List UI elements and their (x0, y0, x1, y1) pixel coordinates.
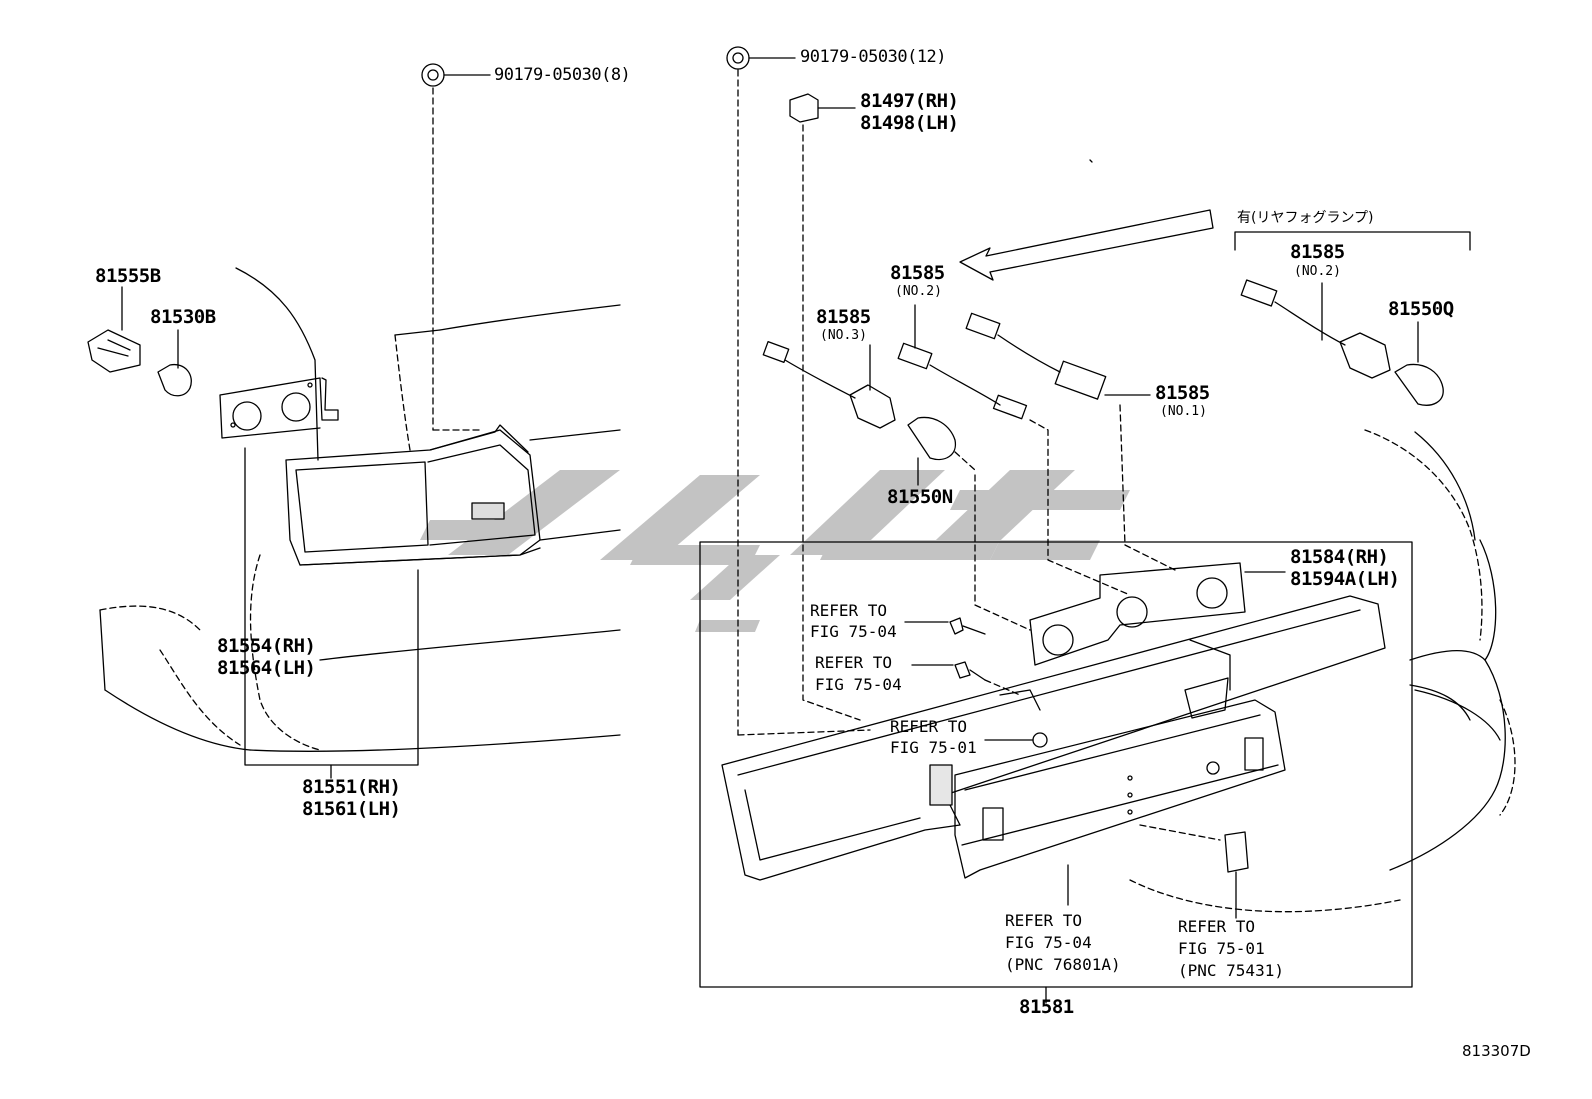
label-81585-no2-right: 81585 (1290, 241, 1345, 263)
garnish-panel (929, 699, 1286, 919)
label-81497: 81497(RH) (860, 90, 959, 112)
refer-pnc-75431-line1: REFER TO (1178, 917, 1256, 936)
label-81554: 81554(RH) (217, 635, 316, 657)
socket-no3 (762, 341, 976, 486)
sub-no2-right: (NO.2) (1294, 264, 1341, 279)
refer-pnc-76801a-line1: REFER TO (1005, 911, 1083, 930)
sub-no3: (NO.3) (820, 328, 867, 343)
fog-lamp-arrow (959, 209, 1471, 281)
label-81585-no1: 81585 (1155, 382, 1210, 404)
left-body-outline (99, 267, 621, 752)
refer-pnc-76801a-line3: (PNC 76801A) (1005, 955, 1121, 974)
label-81551: 81551(RH) (302, 776, 401, 798)
left-socket-bulb (87, 286, 192, 397)
label-81585-no3: 81585 (816, 306, 871, 328)
label-81594A: 81594A(LH) (1290, 568, 1400, 590)
label-81561: 81561(LH) (302, 798, 401, 820)
sub-no2-center: (NO.2) (895, 284, 942, 299)
gasket-81584 (1029, 562, 1286, 666)
left-clip (421, 63, 491, 431)
refer-fig-75-04-a-line1: REFER TO (810, 601, 888, 620)
label-81581: 81581 (1019, 996, 1074, 1018)
label-81550Q: 81550Q (1388, 298, 1454, 320)
cap-81497 (789, 93, 861, 721)
right-body-outline (1089, 159, 1516, 913)
diagram-code: 813307D (1462, 1042, 1531, 1060)
socket-no2-right (1240, 279, 1444, 406)
label-90179-12: 90179-05030(12) (800, 47, 947, 67)
fog-lamp-note: 有(リヤフォグランプ) (1237, 210, 1374, 226)
group-box-81581 (699, 541, 1413, 1004)
refer-pnc-75431-line3: (PNC 75431) (1178, 961, 1284, 980)
refer-fig-75-01-a-line1: REFER TO (890, 717, 968, 736)
clip-3 (984, 732, 1048, 748)
left-gasket (219, 377, 339, 439)
refer-pnc-76801a-line2: FIG 75-04 (1005, 933, 1092, 952)
refer-fig-75-01-a-line2: FIG 75-01 (890, 738, 977, 757)
bumper-outer (721, 595, 1386, 881)
label-90179-8: 90179-05030(8) (494, 65, 631, 85)
refer-fig-75-04-b-line1: REFER TO (815, 653, 893, 672)
refer-pnc-75431-line2: FIG 75-01 (1178, 939, 1265, 958)
sub-no1: (NO.1) (1160, 404, 1207, 419)
bracket-81551 (244, 447, 419, 779)
screw-2 (911, 661, 1021, 696)
label-81564: 81564(LH) (217, 657, 316, 679)
label-81530B: 81530B (150, 306, 216, 328)
socket-no2-center (897, 304, 1131, 596)
refer-fig-75-04-a-line2: FIG 75-04 (810, 622, 897, 641)
label-81555B: 81555B (95, 265, 161, 287)
watermark-logo (420, 470, 1130, 632)
socket-no1 (965, 312, 1176, 631)
left-tail-lamp (285, 424, 541, 566)
label-81584: 81584(RH) (1290, 546, 1389, 568)
label-81498: 81498(LH) (860, 112, 959, 134)
screw-1 (904, 617, 986, 635)
refer-fig-75-04-b-line2: FIG 75-04 (815, 675, 902, 694)
label-81585-no2-center: 81585 (890, 262, 945, 284)
label-81550N: 81550N (887, 486, 953, 508)
